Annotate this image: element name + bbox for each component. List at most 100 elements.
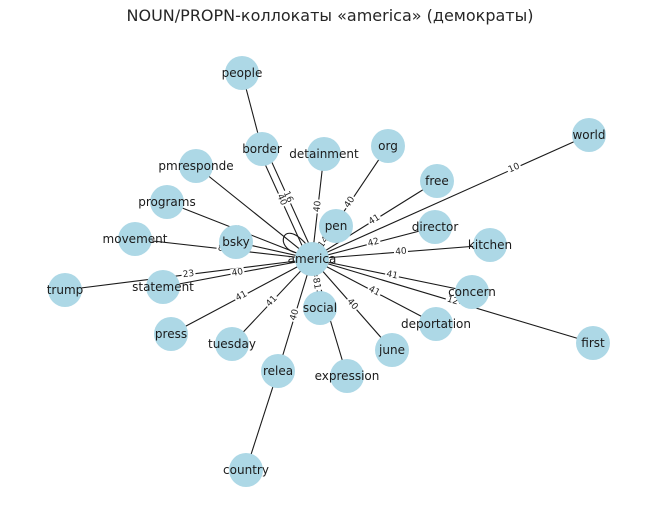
edge-label-background (365, 236, 382, 250)
node-world: world (572, 118, 606, 152)
edge-label-background (280, 188, 296, 206)
node-label: social (303, 301, 337, 315)
node-label: press (155, 327, 187, 341)
node-pmresponde: pmresponde (158, 149, 234, 183)
node-label: june (378, 343, 405, 357)
node-circle (330, 359, 364, 393)
node-label: country (223, 463, 269, 477)
edge-label-text: 81 (310, 277, 322, 290)
node-programs: programs (138, 185, 196, 219)
node-label: relea (263, 364, 293, 378)
node-circle (150, 185, 184, 219)
node-concern: concern (448, 275, 496, 309)
node-trump: trump (47, 273, 84, 307)
diagram-title: NOUN/PROPN-коллокаты «america» (демократ… (126, 6, 534, 25)
node-label: trump (47, 283, 84, 297)
edge-label-text: 40 (343, 195, 358, 210)
node-circle (261, 354, 295, 388)
edge-label-background (393, 246, 409, 258)
edge-label-border: 40 (273, 191, 289, 209)
node-relea: relea (261, 354, 295, 388)
node-label: deportation (401, 317, 471, 331)
node-first: first (576, 326, 610, 360)
edge-label-background (309, 275, 323, 292)
node-label: america (288, 252, 337, 266)
node-circle (146, 270, 180, 304)
edge-label-text: 12 (446, 295, 460, 308)
edge-label-text: 41 (385, 269, 398, 281)
node-circle (219, 225, 253, 259)
node-circle (319, 209, 353, 243)
node-label: detainment (289, 147, 359, 161)
node-circle (418, 210, 452, 244)
node-label: pen (325, 219, 348, 233)
edge-label-deportation: 41 (365, 283, 383, 300)
edge-label-text: 41 (367, 213, 382, 228)
node-tuesday: tuesday (208, 327, 256, 361)
edge-label-background (341, 193, 359, 212)
node-bsky: bsky (219, 225, 253, 259)
node-circle (420, 164, 454, 198)
edge-label-statement: 40 (229, 266, 246, 280)
edge-label-relea: 40 (288, 306, 302, 324)
edge-label-background (365, 212, 384, 228)
edge-label-free: 41 (365, 212, 384, 228)
node-america: america (288, 242, 337, 276)
node-press: press (154, 317, 188, 351)
edge-label-background (288, 306, 302, 324)
edge-label-social: 81 (309, 275, 323, 292)
node-detainment: detainment (289, 137, 359, 171)
edge-label-text: 40 (395, 247, 407, 258)
node-june: june (375, 333, 409, 367)
node-circle (375, 333, 409, 367)
edge-label-background (273, 191, 289, 209)
edge-label-trump: 23 (180, 268, 197, 281)
node-deportation: deportation (401, 307, 471, 341)
node-org: org (371, 129, 405, 163)
edge-country-relea (245, 370, 279, 471)
node-circle (215, 327, 249, 361)
edge-label-text: 40 (289, 308, 302, 322)
edge-label-background (343, 295, 361, 314)
edge-label-concern: 41 (384, 269, 400, 282)
node-label: people (222, 66, 263, 80)
edge-label-background (505, 161, 523, 176)
edge-label-kitchen: 40 (393, 246, 409, 258)
edge-label-text: 41 (234, 289, 249, 303)
node-circle (455, 275, 489, 309)
node-label: first (581, 336, 605, 350)
edge-label-detainment: 40 (312, 198, 324, 215)
node-circle (295, 242, 329, 276)
node-label: statement (132, 280, 194, 294)
node-country: country (223, 453, 269, 487)
node-label: programs (138, 195, 195, 209)
edge-label-text: 23 (182, 269, 195, 280)
node-circle (307, 137, 341, 171)
node-circle (48, 273, 82, 307)
node-label: world (572, 128, 605, 142)
edge-label-background (229, 266, 246, 280)
edge-label-world: 10 (505, 161, 523, 176)
node-people: people (222, 56, 263, 90)
edge-label-background (180, 268, 197, 281)
edge-label-text: 42 (367, 237, 381, 250)
node-circle (118, 222, 152, 256)
node-circle (371, 129, 405, 163)
edge-label-background (312, 198, 324, 215)
node-label: pmresponde (158, 159, 233, 173)
node-pen: pen (319, 209, 353, 243)
edge-pmresponde-america (195, 165, 313, 260)
edge-label-text: 10 (507, 161, 522, 175)
node-director: director (412, 210, 458, 244)
node-label: org (378, 139, 398, 153)
edge-label-text: 40 (312, 200, 323, 213)
node-circle (245, 132, 279, 166)
node-social: social (303, 291, 337, 325)
node-circle (225, 56, 259, 90)
edge-label-text: 40 (274, 193, 288, 208)
node-circle (473, 228, 507, 262)
node-statement: statement (132, 270, 194, 304)
node-label: kitchen (468, 238, 512, 252)
node-expression: expression (315, 359, 379, 393)
